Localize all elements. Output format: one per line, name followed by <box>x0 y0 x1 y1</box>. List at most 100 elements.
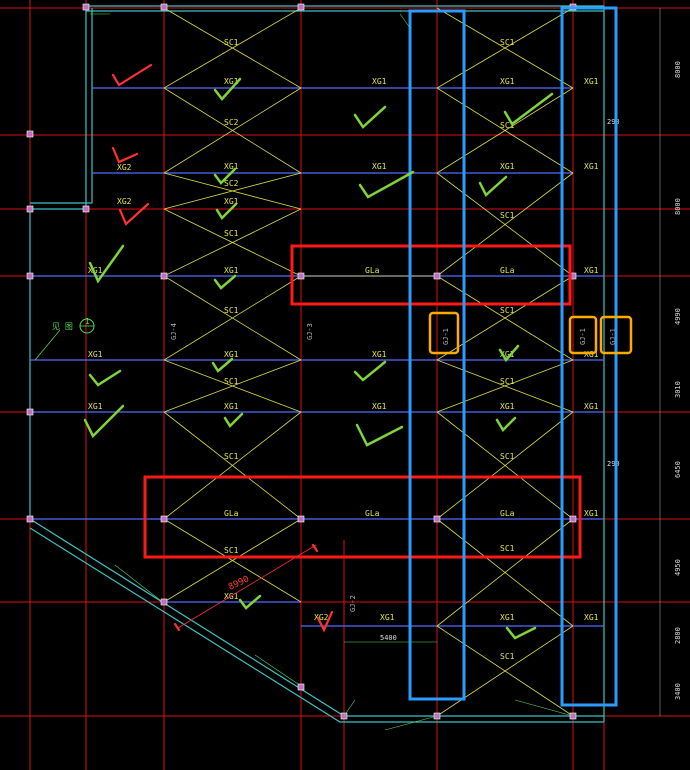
xg-label: XG1 <box>584 162 599 171</box>
bracing <box>163 7 574 717</box>
sc-label: SC1 <box>500 306 515 315</box>
red-marks <box>111 63 334 633</box>
xg-label: XG1 <box>224 350 239 359</box>
dimension-chain: 8000 8000 4990 3010 6450 4950 2800 3400 … <box>344 8 682 716</box>
gj-label: GJ-1 <box>609 328 617 345</box>
beams <box>30 87 604 627</box>
outer-walls <box>29 5 605 723</box>
xg-label: XG1 <box>584 266 599 275</box>
check-mark-icon <box>353 105 387 129</box>
xg-label: XG1 <box>372 162 387 171</box>
cross-mark-icon <box>111 63 153 87</box>
review-highlights <box>143 6 633 707</box>
wall-diagonal-inner <box>29 527 604 723</box>
gla-label: GLa <box>224 509 239 518</box>
highlight-blue-box <box>408 9 466 701</box>
callout-number: 1 <box>85 317 90 326</box>
gla-label: GLa <box>365 266 380 275</box>
dimension-text: 5400 <box>380 634 397 642</box>
xg-label: XG1 <box>584 613 599 622</box>
xg-label: XG1 <box>500 613 515 622</box>
sc-label: SC1 <box>500 652 515 661</box>
member-labels: SC1 SC2 SC2 SC1 SC1 SC1 SC1 SC1 SC1 SC1 … <box>88 38 617 661</box>
xg-label: XG1 <box>500 162 515 171</box>
xg-label: XG1 <box>88 350 103 359</box>
check-mark-icon <box>355 423 404 447</box>
sc-label: SC1 <box>500 121 515 130</box>
xg-label: XG2 <box>117 197 132 206</box>
sc-label: SC2 <box>224 118 239 127</box>
xg-label: XG1 <box>380 613 395 622</box>
check-mark-icon <box>213 77 242 101</box>
gla-label: GLa <box>500 509 515 518</box>
highlight-orange-box <box>428 311 460 355</box>
check-mark-icon <box>503 92 554 126</box>
sc-label: SC1 <box>500 544 515 553</box>
xg-label: XG1 <box>88 266 103 275</box>
xg-label: XG1 <box>372 350 387 359</box>
check-mark-icon <box>211 357 234 373</box>
cross-mark-icon <box>311 543 319 553</box>
gj-label: GJ-1 <box>579 328 587 345</box>
dimension-text: 4990 <box>674 308 682 325</box>
xg-label: XG1 <box>372 402 387 411</box>
xg-label: XG1 <box>584 402 599 411</box>
dimension-text: 2800 <box>674 627 682 644</box>
check-marks <box>83 77 554 640</box>
sc-label: SC2 <box>224 179 239 188</box>
xg-label: XG1 <box>224 77 239 86</box>
highlight-orange-box <box>599 315 633 355</box>
check-mark-icon <box>215 202 238 220</box>
xg-label: XG1 <box>224 266 239 275</box>
gj-label: GJ-2 <box>349 595 357 612</box>
sc-label: SC1 <box>224 38 239 47</box>
gj-label: GJ-3 <box>306 323 314 340</box>
xg-label: XG1 <box>500 77 515 86</box>
dimension-text: 6450 <box>674 461 682 478</box>
dimension-text: 3010 <box>674 381 682 398</box>
xg-label: XG1 <box>224 402 239 411</box>
highlight-red-box <box>290 244 572 306</box>
highlight-red-box <box>143 475 582 559</box>
gj-label: GJ-4 <box>170 323 178 340</box>
cross-mark-icon <box>173 622 181 632</box>
cross-mark-icon <box>118 202 150 226</box>
sc-label: SC1 <box>500 38 515 47</box>
check-mark-icon <box>495 416 517 433</box>
dimension-text: 3400 <box>674 683 682 700</box>
sc-label: SC1 <box>224 377 239 386</box>
gj-label: GJ-1 <box>442 328 450 345</box>
xg-label: XG1 <box>584 77 599 86</box>
highlight-blue-box <box>560 6 618 707</box>
highlight-orange-box <box>568 315 598 355</box>
wall-top-left-inner <box>30 8 93 204</box>
callout-text: 见 图 <box>52 322 73 331</box>
check-mark-icon <box>353 360 387 382</box>
dimension-text: 4950 <box>674 559 682 576</box>
wall-top-left <box>29 8 87 519</box>
gla-label: GLa <box>365 509 380 518</box>
check-mark-icon <box>505 626 537 640</box>
sc-label: SC1 <box>224 306 239 315</box>
check-mark-icon <box>213 274 237 290</box>
xg-label: XG1 <box>224 197 239 206</box>
xg-label: XG1 <box>584 509 599 518</box>
xg-label: XG1 <box>224 162 239 171</box>
sc-label: SC1 <box>224 229 239 238</box>
dimension-text: 290 <box>607 118 620 126</box>
diagonal-length: 8990 <box>227 574 251 592</box>
dimension-text: 290 <box>607 460 620 468</box>
sc-label: SC1 <box>500 452 515 461</box>
xg-label: XG1 <box>584 350 599 359</box>
check-mark-icon <box>213 167 237 185</box>
xg-label: XG2 <box>117 163 132 172</box>
check-mark-icon <box>88 244 125 284</box>
xg-label: XG1 <box>224 592 239 601</box>
leader-tags <box>90 13 574 731</box>
dimension-text: 8000 <box>674 61 682 78</box>
check-mark-icon <box>238 594 262 610</box>
check-mark-icon <box>498 344 520 363</box>
sc-label: SC1 <box>224 546 239 555</box>
